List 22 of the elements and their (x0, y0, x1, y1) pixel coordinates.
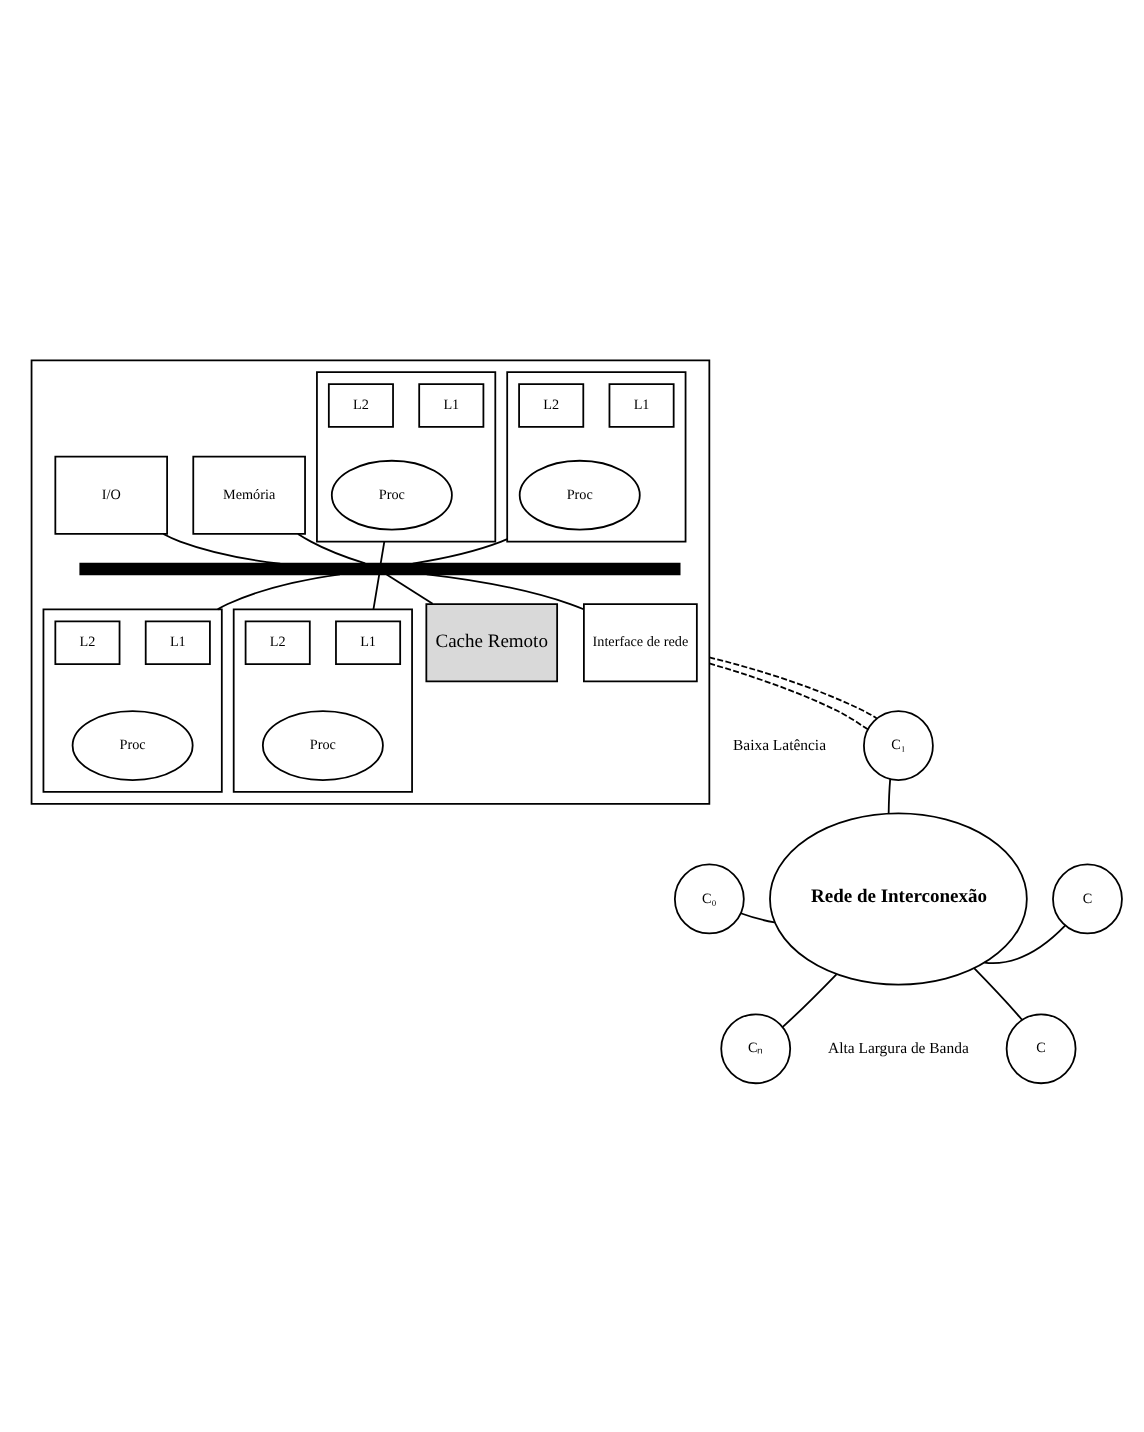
connector (297, 532, 367, 564)
cluster (42, 607, 223, 792)
cluster (232, 607, 413, 792)
connector (781, 972, 838, 1027)
connector (372, 572, 381, 610)
cluster (316, 370, 497, 542)
cluster (30, 358, 711, 804)
connector (973, 966, 1024, 1020)
node-box: Cache Remoto (425, 602, 559, 682)
connector (216, 572, 341, 610)
connector (162, 532, 282, 564)
connector (983, 923, 1067, 963)
connector (708, 655, 878, 719)
connector (385, 572, 434, 604)
node-ellipse: Rede de Interconexão (769, 811, 1028, 985)
connector (425, 572, 585, 610)
connector (708, 661, 869, 730)
connector (887, 777, 892, 814)
cluster (506, 370, 687, 542)
node-bar (79, 561, 681, 575)
connector (379, 539, 386, 564)
connector (739, 911, 776, 923)
